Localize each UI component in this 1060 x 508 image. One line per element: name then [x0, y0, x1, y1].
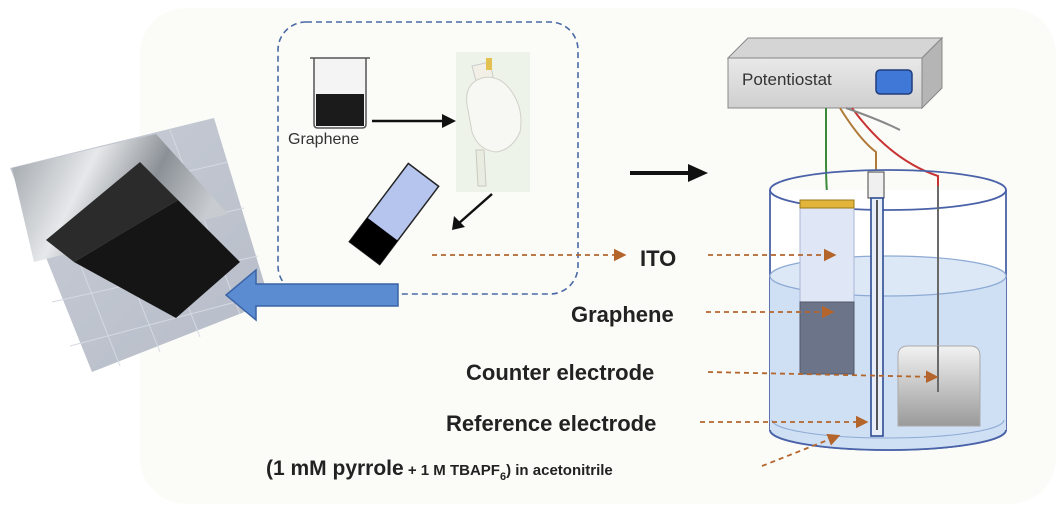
counter-electrode-label: Counter electrode	[466, 360, 655, 385]
big-arrow-left-icon	[224, 268, 399, 322]
solution-label-part3: ) in acetonitrile	[506, 462, 613, 479]
graphene-beaker-icon	[310, 57, 370, 129]
reference-electrode-label: Reference electrode	[446, 411, 657, 436]
arrow-to-cell-icon	[630, 164, 708, 182]
solution-label-part1: (1 mM pyrrole	[266, 457, 404, 480]
ito-slide-icon	[348, 162, 440, 266]
pipette-glove-icon	[456, 52, 530, 192]
solution-label: (1 mM pyrrole + 1 M TBAPF6) in acetonitr…	[266, 457, 613, 483]
arrow-right-icon	[372, 114, 456, 128]
counter-electrode	[897, 186, 981, 427]
sample-photo	[10, 118, 270, 372]
graphene-label: Graphene	[571, 302, 674, 327]
potentiostat-box	[726, 36, 944, 110]
beaker-label: Graphene	[288, 131, 360, 148]
solution-label-subscript: 6	[499, 471, 507, 484]
solution-label-part2: + 1 M TBAPF	[403, 462, 500, 479]
potentiostat-button-icon	[875, 69, 913, 95]
leader-arrows	[432, 248, 939, 467]
arrow-down-left-icon	[452, 193, 493, 230]
working-electrode	[799, 199, 855, 375]
counter-arrow	[707, 370, 939, 384]
ito-label: ITO	[640, 246, 677, 271]
reference-electrode	[867, 171, 885, 437]
potentiostat-label: Potentiostat	[742, 70, 832, 89]
preparation-dashed-box	[277, 21, 579, 295]
solution-arrow	[761, 433, 841, 467]
